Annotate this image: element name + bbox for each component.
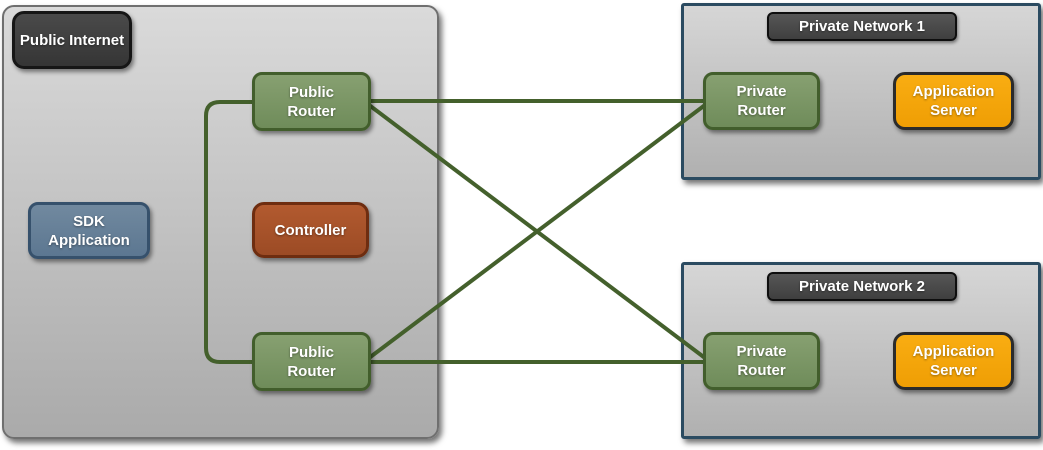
node-label: Public Router [287, 83, 336, 120]
node-label: Controller [274, 221, 347, 239]
zone-private-network-2: Private Network 2 Private Router Applica… [681, 262, 1041, 439]
zone-private-network-1: Private Network 1 Private Router Applica… [681, 3, 1041, 180]
node-public-router-top: Public Router [252, 72, 371, 131]
public-internet-label-badge: Public Internet [12, 11, 132, 69]
zone-label: Public Internet [19, 31, 125, 49]
private-network-2-label-badge: Private Network 2 [767, 272, 957, 301]
node-controller: Controller [252, 202, 369, 258]
connector-router-bracket [204, 100, 254, 364]
node-application-server-2: Application Server [893, 332, 1014, 390]
node-label: SDK Application [48, 212, 130, 249]
node-label: Private Router [736, 343, 787, 379]
zone-label: Private Network 1 [799, 18, 925, 35]
node-label: Public Router [287, 343, 336, 380]
zone-label: Private Network 2 [799, 278, 925, 295]
node-label: Application Server [912, 83, 995, 119]
private-network-1-label-badge: Private Network 1 [767, 12, 957, 41]
node-private-router-1: Private Router [703, 72, 820, 130]
node-application-server-1: Application Server [893, 72, 1014, 130]
zone-public-internet: Public Internet SDK Application Public R… [2, 5, 439, 439]
connector-bottom-router-to-private-router-1 [367, 103, 707, 360]
node-label: Private Router [736, 83, 787, 119]
node-sdk-application: SDK Application [28, 202, 150, 259]
node-private-router-2: Private Router [703, 332, 820, 390]
node-label: Application Server [912, 343, 995, 379]
node-public-router-bottom: Public Router [252, 332, 371, 391]
